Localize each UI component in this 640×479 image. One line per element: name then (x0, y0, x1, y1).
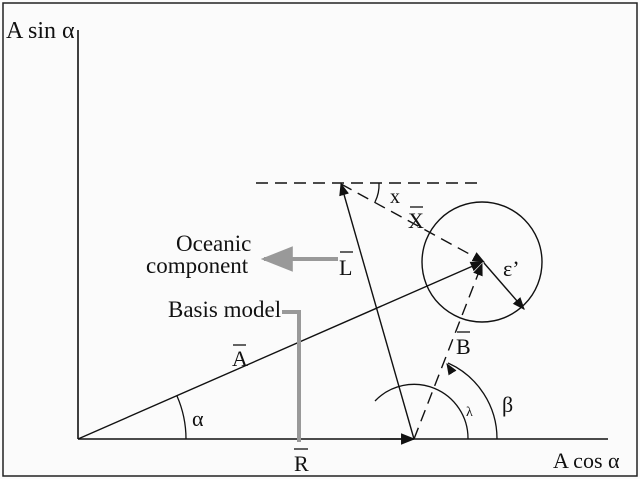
vector-x (340, 183, 486, 263)
angle-x-arc (374, 182, 380, 203)
vector-b-label: B (456, 334, 471, 359)
epsilon-label: ε’ (503, 256, 520, 281)
vector-a-label: A (232, 346, 248, 371)
basis-model-callout-line (282, 310, 301, 442)
angle-beta-label: β (502, 392, 513, 417)
angle-alpha-label: α (192, 406, 204, 431)
angle-alpha-arc (176, 395, 187, 440)
angle-lambda-arc (374, 383, 469, 440)
angle-lambda-label: λ (466, 405, 473, 420)
angle-beta-arc (447, 362, 498, 440)
epsilon-radius (483, 262, 525, 310)
x-axis-label: A cos α (553, 448, 620, 473)
y-axis-label: A sin α (6, 18, 75, 44)
vector-l-label: L (339, 255, 352, 280)
vector-b (413, 262, 483, 440)
oceanic-label-line2: component (146, 253, 249, 278)
vector-a (77, 261, 484, 440)
vector-x-label: X (408, 208, 424, 233)
vector-l (339, 182, 415, 440)
vector-r-label: R (294, 451, 309, 476)
error-circle (421, 201, 543, 323)
angle-x-label: x (390, 186, 400, 208)
oceanic-label-line1: Oceanic (176, 231, 251, 256)
basis-model-label: Basis model (168, 297, 281, 322)
angle-beta-arrowhead (446, 363, 457, 376)
